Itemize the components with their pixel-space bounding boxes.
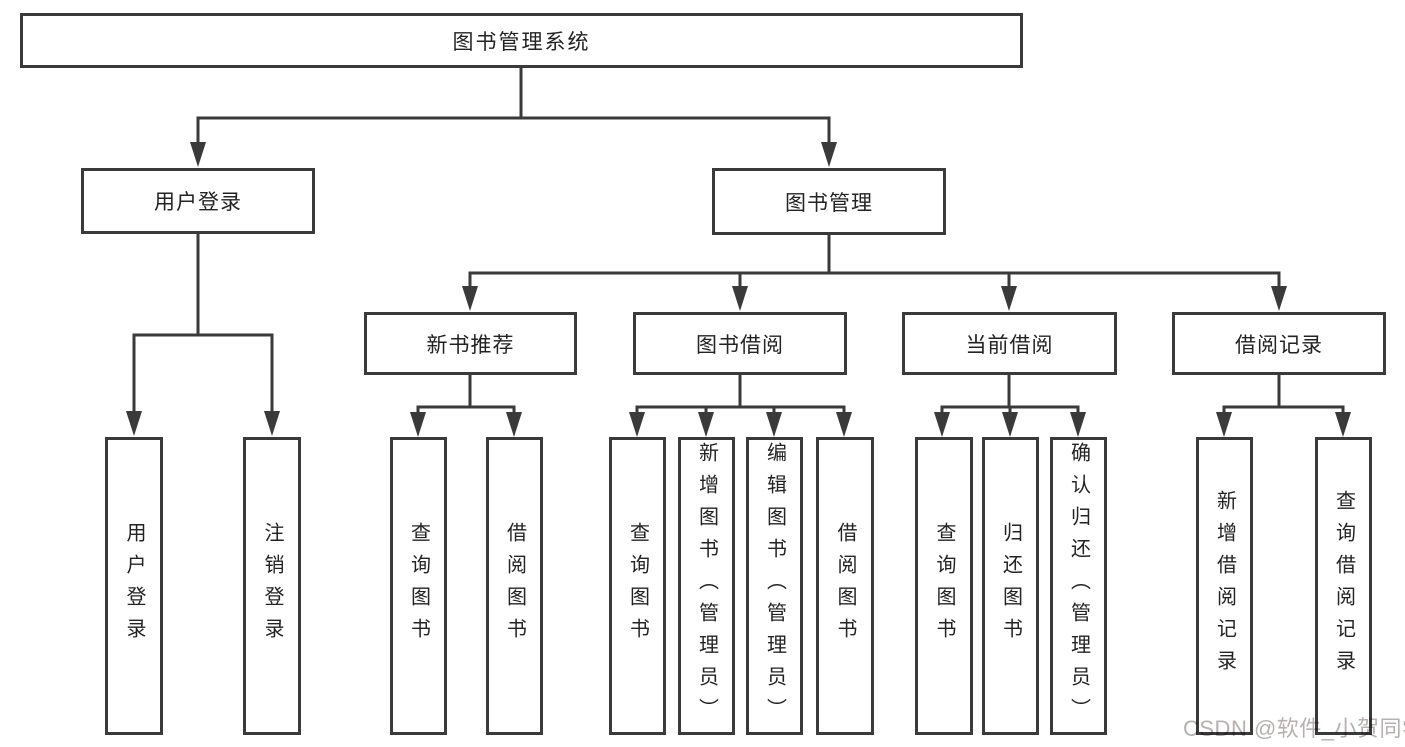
leaf-borrow-books-1: 借阅图书 (486, 437, 543, 735)
csdn-watermark: CSDN @软件_小贺同学 (1183, 716, 1405, 741)
leaf-confirm-return-admin: 确认归还（管理员） (1050, 437, 1107, 735)
node-book-borrow: 图书借阅 (633, 312, 847, 375)
leaf-query-books-3: 查询图书 (915, 437, 973, 735)
node-book-management: 图书管理 (712, 168, 946, 235)
leaf-borrow-books-2: 借阅图书 (816, 437, 874, 735)
node-root-system: 图书管理系统 (20, 13, 1023, 68)
leaf-query-books-1: 查询图书 (390, 437, 447, 735)
leaf-add-borrow-record: 新增借阅记录 (1196, 437, 1253, 735)
leaf-user-login: 用户登录 (105, 437, 163, 735)
node-current-borrow: 当前借阅 (902, 312, 1117, 375)
leaf-return-books: 归还图书 (982, 437, 1039, 735)
node-borrow-records: 借阅记录 (1172, 312, 1386, 375)
leaf-add-books-admin: 新增图书（管理员） (678, 437, 735, 735)
leaf-edit-books-admin: 编辑图书（管理员） (746, 437, 803, 735)
node-user-login: 用户登录 (81, 168, 315, 234)
node-new-book-recommend: 新书推荐 (364, 312, 577, 375)
leaf-logout: 注销登录 (243, 437, 301, 735)
leaf-query-borrow-record: 查询借阅记录 (1315, 437, 1372, 735)
leaf-query-books-2: 查询图书 (609, 437, 666, 735)
